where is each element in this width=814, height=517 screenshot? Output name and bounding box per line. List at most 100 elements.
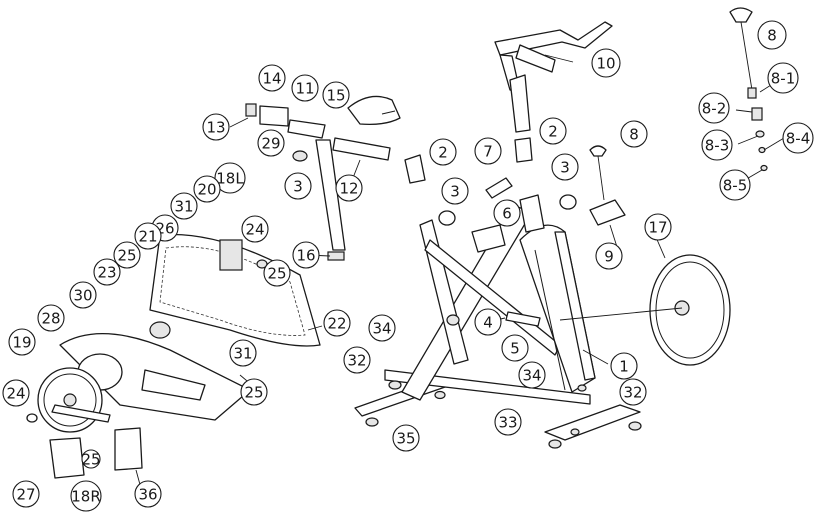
callout-label-c28: 28 bbox=[41, 310, 60, 328]
callout-label-c32b: 32 bbox=[623, 384, 642, 402]
callout-label-c19: 19 bbox=[12, 334, 31, 352]
callout-badge-c2a bbox=[429, 138, 457, 166]
callout-label-c8-1: 8-1 bbox=[771, 70, 796, 88]
callout-label-c34b: 34 bbox=[522, 367, 541, 385]
callout-label-c31b: 31 bbox=[233, 345, 252, 363]
callout-badge-c3a bbox=[284, 172, 312, 200]
callout-label-c8-2: 8-2 bbox=[702, 100, 727, 118]
callout-label-c8-4: 8-4 bbox=[786, 130, 811, 148]
callout-badge-c24a bbox=[241, 215, 269, 243]
callout-badge-c25a bbox=[113, 241, 141, 269]
callout-label-c24a: 24 bbox=[245, 221, 264, 239]
callout-label-c18R: 18R bbox=[71, 488, 101, 506]
callout-label-c24b: 24 bbox=[6, 385, 25, 403]
callout-label-c8a: 8 bbox=[767, 27, 777, 45]
callout-label-c25d: 25 bbox=[81, 451, 100, 469]
callout-label-c15: 15 bbox=[326, 87, 345, 105]
callout-badge-c3c bbox=[551, 153, 579, 181]
callout-label-c21: 21 bbox=[138, 228, 157, 246]
callout-label-c10: 10 bbox=[596, 55, 615, 73]
callout-badge-c34b bbox=[518, 361, 546, 389]
callout-badge-c32a bbox=[343, 346, 371, 374]
callout-badge-c32b bbox=[619, 378, 647, 406]
callout-label-c17: 17 bbox=[648, 219, 667, 237]
callout-badge-c4 bbox=[474, 308, 502, 336]
handlebar-part bbox=[494, 21, 613, 133]
callout-label-c20: 20 bbox=[197, 181, 216, 199]
callout-badge-c30 bbox=[69, 281, 97, 309]
callout-badge-c19 bbox=[8, 328, 36, 356]
flywheel-part bbox=[559, 254, 731, 366]
callout-badge-c8-4 bbox=[782, 122, 814, 154]
callout-label-c13: 13 bbox=[206, 119, 225, 137]
callout-label-c30: 30 bbox=[73, 287, 92, 305]
callout-label-c35: 35 bbox=[396, 430, 415, 448]
callout-label-c36: 36 bbox=[138, 486, 157, 504]
callout-label-c3c: 3 bbox=[560, 159, 570, 177]
callout-badge-c25d bbox=[81, 449, 101, 469]
callout-badge-c8-2 bbox=[698, 92, 730, 124]
callout-label-c14: 14 bbox=[262, 70, 281, 88]
callout-label-c27: 27 bbox=[16, 486, 35, 504]
seat-assembly bbox=[245, 95, 401, 251]
callout-label-c33: 33 bbox=[498, 414, 517, 432]
callout-label-c29: 29 bbox=[261, 135, 280, 153]
frame-part bbox=[354, 194, 642, 449]
callout-badge-c18L bbox=[214, 162, 246, 194]
callout-badge-c9 bbox=[595, 242, 623, 270]
callout-badge-c8b bbox=[620, 120, 648, 148]
callout-badge-c3b bbox=[441, 177, 469, 205]
callout-badge-c12 bbox=[335, 174, 363, 202]
callout-badge-c11 bbox=[291, 74, 319, 102]
callout-label-c9: 9 bbox=[604, 248, 614, 266]
callout-label-c8b: 8 bbox=[629, 126, 639, 144]
callout-badge-c24b bbox=[2, 379, 30, 407]
callout-label-c6: 6 bbox=[502, 205, 512, 223]
callout-badge-c35 bbox=[392, 424, 420, 452]
callout-label-c4: 4 bbox=[483, 314, 493, 332]
callout-badge-c10 bbox=[591, 48, 621, 78]
callout-badge-c33 bbox=[494, 408, 522, 436]
callout-badge-c21 bbox=[134, 222, 162, 250]
callout-leaders bbox=[135, 54, 785, 493]
callout-badge-c25c bbox=[240, 378, 268, 406]
callout-badge-c8-5 bbox=[719, 169, 751, 201]
callout-label-c3a: 3 bbox=[293, 178, 303, 196]
misc-parts bbox=[219, 137, 587, 392]
callout-label-c25c: 25 bbox=[244, 384, 263, 402]
callout-label-c25b: 25 bbox=[267, 265, 286, 283]
callout-badge-c2b bbox=[539, 117, 567, 145]
callout-label-c1: 1 bbox=[619, 358, 629, 376]
callout-label-c31a: 31 bbox=[174, 198, 193, 216]
callout-badge-c8-3 bbox=[701, 129, 733, 161]
callout-badge-c15 bbox=[322, 81, 350, 109]
callout-badge-c18R bbox=[70, 480, 102, 512]
callout-label-c22: 22 bbox=[327, 315, 346, 333]
callout-label-c32a: 32 bbox=[347, 352, 366, 370]
callout-badge-c27 bbox=[12, 480, 40, 508]
callout-label-c3b: 3 bbox=[450, 183, 460, 201]
callout-badge-c16 bbox=[292, 241, 320, 269]
callout-badge-c34a bbox=[368, 314, 396, 342]
callout-badge-c13 bbox=[202, 113, 230, 141]
callout-label-c5: 5 bbox=[510, 340, 520, 358]
callout-label-c7: 7 bbox=[483, 143, 493, 161]
callout-badge-c22 bbox=[323, 309, 351, 337]
callout-label-c12: 12 bbox=[339, 180, 358, 198]
callout-badge-c5 bbox=[501, 334, 529, 362]
callout-label-c25a: 25 bbox=[117, 247, 136, 265]
callout-label-c23: 23 bbox=[97, 264, 116, 282]
callout-badge-c14 bbox=[258, 64, 286, 92]
callout-badge-c7 bbox=[474, 137, 502, 165]
callout-label-c8-5: 8-5 bbox=[723, 177, 748, 195]
callout-badge-c28 bbox=[37, 304, 65, 332]
callout-badge-c31a bbox=[170, 192, 198, 220]
callout-label-c2b: 2 bbox=[548, 123, 558, 141]
callout-label-c34a: 34 bbox=[372, 320, 391, 338]
callout-badge-c23 bbox=[93, 258, 121, 286]
callout-badge-c1 bbox=[610, 352, 638, 380]
callout-badge-c20 bbox=[193, 175, 221, 203]
callout-badge-c17 bbox=[644, 213, 672, 241]
